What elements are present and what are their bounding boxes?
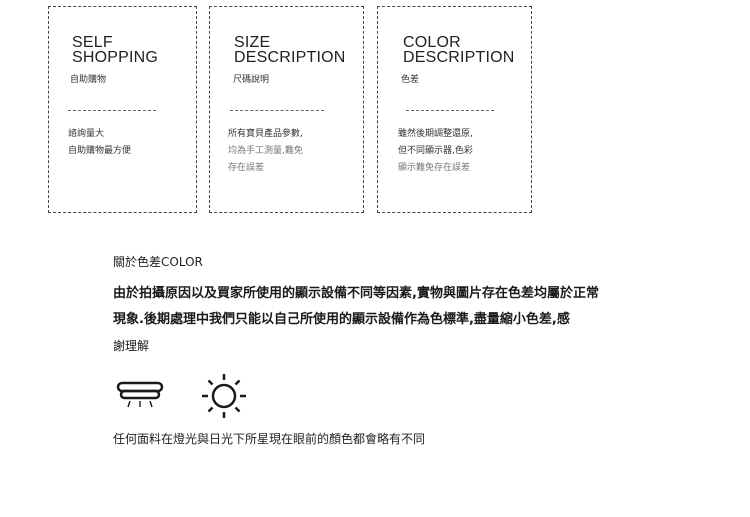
card-title-line: SIZE <box>234 34 271 51</box>
card-color-description: COLOR DESCRIPTION 色差 雖然後期調整還原, 但不同顯示器,色彩… <box>377 6 532 213</box>
card-title: SELF SHOPPING <box>72 34 159 66</box>
card-title-line: DESCRIPTION <box>403 49 515 66</box>
card-body-line: 但不同顯示器,色彩 <box>398 146 473 156</box>
color-difference-paragraph: 由於拍攝原因以及買家所使用的顯示設備不同等因素,實物與圖片存在色差均屬於正常 現… <box>113 281 683 359</box>
paragraph-line: 現象.後期處理中我們只能以自己所使用的顯示設備作為色標準,盡量縮小色差,感 <box>113 312 570 327</box>
ceiling-light-icon <box>116 381 164 408</box>
card-body-line: 均為手工測量,難免 <box>228 146 303 156</box>
card-title-line: SHOPPING <box>72 49 159 66</box>
card-body-line: 諮詢量大 <box>68 129 105 139</box>
card-body: 所有寶貝產品參數, 均為手工測量,難免 存在誤差 <box>228 126 303 177</box>
card-divider <box>230 110 324 111</box>
card-body: 諮詢量大 自助購物最方便 <box>68 126 131 160</box>
card-title-line: COLOR <box>403 34 461 51</box>
card-divider <box>406 110 494 111</box>
lighting-note: 任何面料在燈光與日光下所星現在眼前的顏色都會略有不同 <box>113 432 426 446</box>
card-body-line: 存在誤差 <box>228 163 265 173</box>
card-title: COLOR DESCRIPTION <box>403 34 515 66</box>
card-self-shopping: SELF SHOPPING 自助購物 諮詢量大 自助購物最方便 <box>48 6 197 213</box>
card-subtitle: 尺碼說明 <box>233 75 270 85</box>
card-subtitle: 自助購物 <box>70 75 107 85</box>
card-body-line: 自助購物最方便 <box>68 146 132 156</box>
card-title: SIZE DESCRIPTION <box>234 34 346 66</box>
paragraph-line: 謝理解 <box>113 339 150 353</box>
card-body: 雖然後期調整還原, 但不同顯示器,色彩 顯示難免存在誤差 <box>398 126 473 177</box>
card-title-line: DESCRIPTION <box>234 49 346 66</box>
card-body-line: 所有寶貝產品參數, <box>228 129 303 139</box>
card-body-line: 顯示難免存在誤差 <box>398 163 471 173</box>
card-body-line: 雖然後期調整還原, <box>398 129 473 139</box>
sun-icon <box>202 374 246 418</box>
card-size-description: SIZE DESCRIPTION 尺碼說明 所有寶貝產品參數, 均為手工測量,難… <box>209 6 364 213</box>
about-color-heading: 關於色差COLOR <box>113 255 203 269</box>
card-divider <box>68 110 156 111</box>
card-title-line: SELF <box>72 34 113 51</box>
paragraph-line: 由於拍攝原因以及買家所使用的顯示設備不同等因素,實物與圖片存在色差均屬於正常 <box>113 286 599 301</box>
card-subtitle: 色差 <box>401 75 420 85</box>
